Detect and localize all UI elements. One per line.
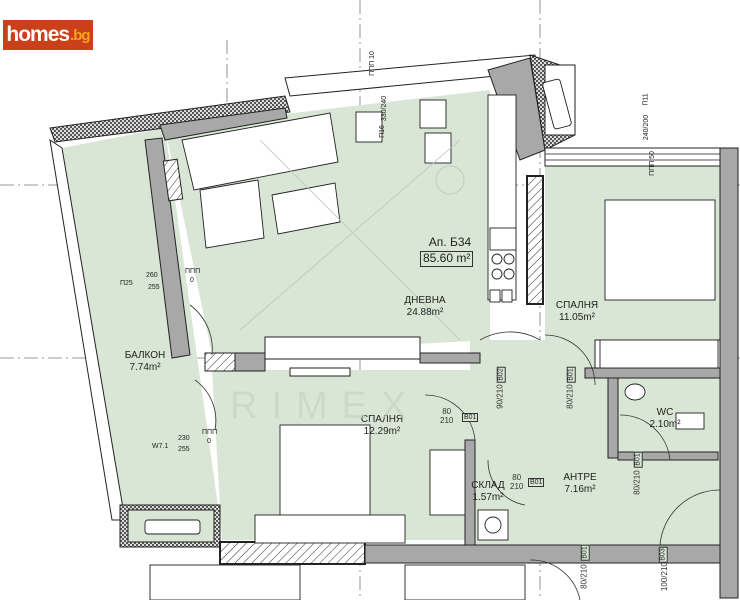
room-name: АНТРЕ: [563, 472, 597, 483]
door-dims-b03: 100/210: [659, 562, 669, 592]
kitchen-counter: [487, 94, 517, 301]
watermark-text: RIMEX: [230, 385, 421, 427]
sill-label: ППП: [185, 268, 201, 275]
room-area: 2.10m²: [649, 418, 681, 430]
window-code: П11: [642, 93, 650, 106]
room-balcony: БАЛКОН 7.74m²: [115, 350, 175, 373]
window-code: П16: [378, 125, 386, 138]
sill-value: 0: [207, 438, 211, 445]
door-height: 210: [495, 384, 505, 398]
door-height: 210: [440, 416, 454, 426]
window-tag-p11-sill: ППП 50: [649, 151, 656, 176]
sink: [624, 383, 646, 401]
toilet: [675, 412, 705, 430]
window-tag-w71: W7.1 230 255 ППП 0: [152, 429, 217, 453]
wardrobe: [599, 339, 719, 369]
room-name: ДНЕВНА: [404, 295, 446, 306]
window-tag-p25: П25 260 255 ППП 0: [120, 268, 200, 291]
coffee-table: [271, 182, 341, 235]
room-hall: АНТРЕ 7.16m²: [555, 472, 605, 495]
sill-label: ППП: [202, 429, 218, 436]
sill-value: 10: [368, 51, 376, 59]
radiator: [144, 519, 201, 535]
room-area: 24.88m²: [406, 306, 444, 318]
window-tag-p16-dims: 330/240: [381, 95, 389, 122]
room-wc: WC 2.10m²: [640, 407, 690, 430]
homes-bg-logo[interactable]: homes.bg: [3, 20, 93, 50]
room-bedroom1: СПАЛНЯ 11.05m²: [547, 300, 607, 323]
dining-chair: [355, 111, 383, 143]
room-name: СПАЛНЯ: [360, 414, 404, 425]
sill-value: 0: [190, 277, 194, 284]
watermark-graphic: [239, 139, 465, 341]
door-dims-b01-bed1: 80/210: [565, 384, 575, 409]
door-tag-b01-bed2: B01: [462, 413, 479, 422]
apartment-name: Ап. Б34: [428, 235, 472, 249]
balcony-floor: [62, 128, 220, 520]
room-bedroom2: СПАЛНЯ 12.29m²: [352, 414, 412, 437]
room-living: ДНЕВНА 24.88m²: [395, 295, 455, 318]
door-height: 210: [579, 564, 589, 578]
window-tag-p16: П16: [379, 125, 386, 138]
window-height: 200: [643, 114, 651, 127]
door-width: 80: [512, 473, 522, 482]
window-code: П25: [120, 280, 133, 287]
door-tag-b01-bed1: B01: [566, 366, 576, 383]
door-dims-b01-bottom: 80/210: [579, 564, 589, 589]
window-width: 240: [643, 128, 651, 141]
door-width: 90: [495, 399, 505, 409]
room-area: 7.16m²: [564, 483, 596, 495]
door-height: 210: [632, 470, 642, 484]
door-width: 100: [659, 577, 669, 592]
window-tag-p11-dims: 240/200: [643, 114, 651, 141]
window-height: 240: [381, 95, 389, 108]
room-area: 12.29m²: [363, 425, 401, 437]
door-width: 80: [442, 407, 452, 416]
window-height: 255: [148, 284, 160, 291]
door-tag-b03: B03: [658, 546, 668, 563]
window-width: 330: [381, 109, 389, 122]
door-width: 80: [579, 579, 589, 589]
door-width: 80: [565, 399, 575, 409]
room-name: СКЛАД: [471, 480, 505, 491]
door-height: 210: [659, 562, 669, 576]
window-width: 230: [178, 435, 190, 442]
door-tag-b01-bottom: B01: [580, 544, 590, 561]
window-code: W7.1: [152, 443, 169, 450]
room-area: 7.74m²: [129, 361, 161, 373]
bed-bedroom1: [604, 199, 716, 301]
window-width: 260: [146, 272, 158, 279]
window-tag-p11: П11: [643, 93, 650, 105]
door-height: 210: [565, 384, 575, 398]
door-tag-b01-wc: B01: [633, 451, 643, 468]
room-area: 1.57m²: [472, 491, 504, 503]
door-height: 210: [510, 482, 524, 492]
room-name: СПАЛНЯ: [555, 300, 599, 311]
door-tag-b01-storage: B01: [528, 478, 545, 487]
room-name: WC: [656, 407, 674, 418]
sill-value: 50: [648, 151, 656, 159]
room-area: 11.05m²: [559, 311, 595, 323]
logo-brand: homes: [6, 23, 70, 46]
room-name: БАЛКОН: [124, 350, 166, 361]
sill-label: ППП: [648, 160, 656, 176]
window-tag-p16-sillinfo: ППП 10: [369, 51, 376, 76]
window-height: 255: [178, 446, 190, 453]
logo-tld: .bg: [70, 26, 90, 44]
apartment-area: 85.60 m²: [420, 251, 474, 267]
door-swings: [189, 304, 721, 600]
sill-label: ППП: [368, 60, 376, 76]
sofa: [181, 112, 339, 191]
door-dims-b02: 90/210: [495, 384, 505, 409]
wardrobe-bedroom2: [429, 449, 466, 516]
door-dims-b01-wc: 80/210: [632, 470, 642, 495]
furniture: [144, 78, 719, 600]
door-tag-b02: B02: [496, 366, 506, 383]
room-storage: СКЛАД 1.57m²: [468, 480, 508, 503]
door-width: 80: [632, 485, 642, 495]
